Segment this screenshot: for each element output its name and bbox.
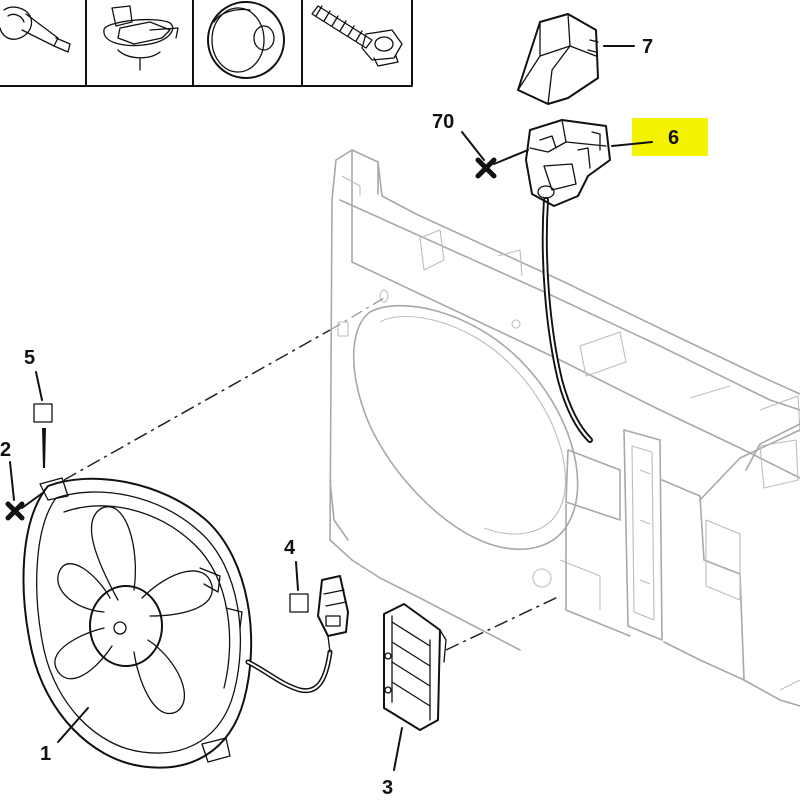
callout-1: 1: [40, 743, 51, 765]
assembly-guide-lines: [63, 297, 561, 651]
callout-4: 4: [284, 537, 296, 559]
cover-part: [517, 13, 599, 105]
leader-line: [9, 461, 15, 501]
clip-icon: [103, 5, 179, 71]
resistor-grille-part: [383, 603, 447, 731]
spec-box-icon: [33, 403, 53, 423]
grommet-icon: [207, 1, 285, 79]
pointer-arrow: [42, 428, 46, 468]
callout-highlight: [632, 118, 708, 156]
leader-line: [21, 491, 45, 509]
radiator-panel: [329, 149, 800, 707]
connector-part: [317, 575, 349, 653]
leader-line: [611, 141, 653, 147]
bolt-icon: [0, 6, 71, 53]
callout-5: 5: [24, 347, 35, 369]
fan-to-panel-guide-hidden: [329, 297, 385, 331]
fixing-cross-icon: [475, 157, 497, 179]
callout-3: 3: [382, 777, 393, 799]
callout-6: 6: [668, 127, 679, 149]
thumbnail-strip-border: [0, 0, 413, 87]
leader-line: [57, 707, 89, 743]
screw-icon: [311, 5, 403, 67]
wiring-harness: [541, 197, 593, 443]
callout-2: 2: [0, 439, 11, 461]
leader-line: [295, 561, 299, 591]
callouts: 7 6 70 5 2 4 1 3: [0, 36, 708, 799]
fan-assembly-part: [22, 477, 333, 769]
leader-line: [493, 149, 529, 165]
callout-7: 7: [642, 36, 653, 58]
relay-module-part: [525, 119, 611, 207]
leader-line: [461, 131, 485, 161]
callout-70: 70: [432, 111, 454, 133]
fan-to-panel-guide: [63, 329, 331, 481]
fixing-cross-icon: [5, 501, 25, 521]
grille-to-panel-guide: [445, 595, 561, 651]
fastener-thumbnail-strip: [0, 0, 413, 87]
leader-line: [393, 727, 403, 771]
spec-box-icon: [289, 593, 309, 613]
leader-line: [35, 371, 43, 401]
